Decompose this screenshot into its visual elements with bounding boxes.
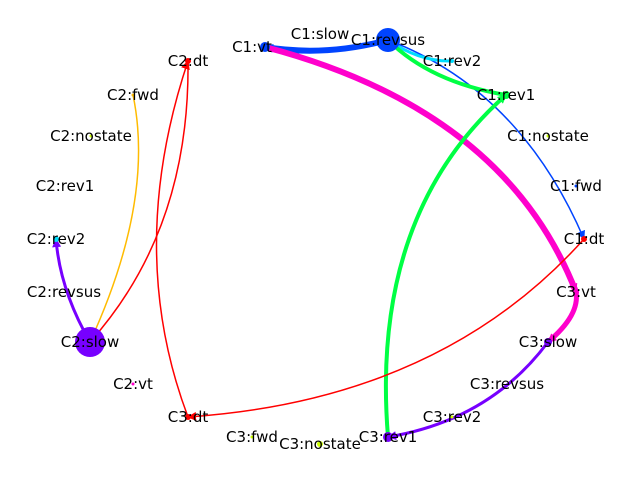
node-dot-c1-nostate bbox=[546, 134, 550, 138]
edge-c3-rev1-to-c1-rev1 bbox=[383, 93, 508, 439]
node-label-c3-dt: C3:dt bbox=[168, 408, 209, 426]
node-label-c3-vt: C3:vt bbox=[556, 283, 596, 301]
node-label-c3-fwd: C3:fwd bbox=[226, 428, 278, 446]
node-label-c1-rev2: C1:rev2 bbox=[423, 52, 482, 70]
node-label-c3-nostate: C3:nostate bbox=[279, 435, 361, 453]
node-label-c1-vt: C1:vt bbox=[232, 38, 272, 56]
node-label-c2-nostate: C2:nostate bbox=[50, 127, 132, 145]
edge-c3-slow-to-c3-rev1 bbox=[386, 340, 550, 441]
node-label-c1-revsus: C1:revsus bbox=[351, 31, 425, 49]
nodes-layer bbox=[53, 28, 587, 447]
node-label-c2-revsus: C2:revsus bbox=[27, 283, 101, 301]
node-label-c2-dt: C2:dt bbox=[168, 52, 209, 70]
node-dot-c2-nostate bbox=[89, 134, 93, 138]
edge-c2-fwd-to-c2-slow bbox=[89, 94, 140, 343]
node-label-c3-slow: C3:slow bbox=[519, 333, 578, 351]
node-dot-c1-dt bbox=[581, 236, 587, 242]
edge-c1-dt-to-c3-dt bbox=[187, 238, 585, 421]
node-dot-c1-revsus bbox=[376, 28, 400, 52]
node-dot-c2-slow bbox=[75, 327, 105, 357]
node-label-c1-dt: C1:dt bbox=[564, 230, 605, 248]
node-dot-c1-rev1 bbox=[502, 91, 510, 99]
node-dot-c1-vt bbox=[260, 42, 270, 52]
node-label-c1-nostate: C1:nostate bbox=[507, 127, 589, 145]
edge-c2-dt-to-c2-slow bbox=[89, 60, 189, 343]
node-dot-c3-vt bbox=[573, 289, 579, 295]
node-label-c2-fwd: C2:fwd bbox=[107, 86, 159, 104]
node-dot-c3-fwd bbox=[250, 435, 254, 439]
node-dot-c3-slow bbox=[544, 338, 552, 346]
edge-c3-vt-to-c3-slow bbox=[545, 289, 579, 345]
edges-layer bbox=[52, 37, 585, 441]
node-label-c3-revsus: C3:revsus bbox=[470, 375, 544, 393]
node-label-c2-slow: C2:slow bbox=[61, 333, 120, 351]
node-label-c3-rev2: C3:rev2 bbox=[423, 408, 482, 426]
edge-c1-rev1-to-c1-revsus bbox=[386, 38, 508, 97]
node-label-c2-vt: C2:vt bbox=[113, 375, 153, 393]
edge-c1-vt-to-c3-vt bbox=[262, 44, 579, 295]
node-dot-c3-dt bbox=[185, 414, 191, 420]
edge-c1-revsus-to-c1-dt bbox=[387, 39, 585, 240]
node-dot-c1-fwd bbox=[574, 184, 578, 188]
node-dot-c3-nostate bbox=[317, 441, 323, 447]
node-dot-c2-fwd bbox=[131, 93, 135, 97]
node-dot-c3-rev2 bbox=[450, 415, 454, 419]
node-dot-c2-dt bbox=[185, 58, 191, 64]
node-dot-c2-rev2 bbox=[53, 236, 59, 242]
node-label-c1-fwd: C1:fwd bbox=[550, 177, 602, 195]
node-label-c1-rev1: C1:rev1 bbox=[477, 86, 536, 104]
node-label-c2-rev1: C2:rev1 bbox=[36, 177, 95, 195]
node-label-c2-rev2: C2:rev2 bbox=[27, 230, 86, 248]
node-label-c1-slow: C1:slow bbox=[291, 25, 350, 43]
node-dot-c1-rev2 bbox=[450, 59, 454, 63]
node-dot-c2-vt bbox=[131, 382, 135, 386]
edge-c3-dt-to-c2-dt bbox=[155, 60, 190, 418]
node-label-c3-rev1: C3:rev1 bbox=[359, 428, 418, 446]
node-dot-c3-rev1 bbox=[383, 432, 393, 442]
